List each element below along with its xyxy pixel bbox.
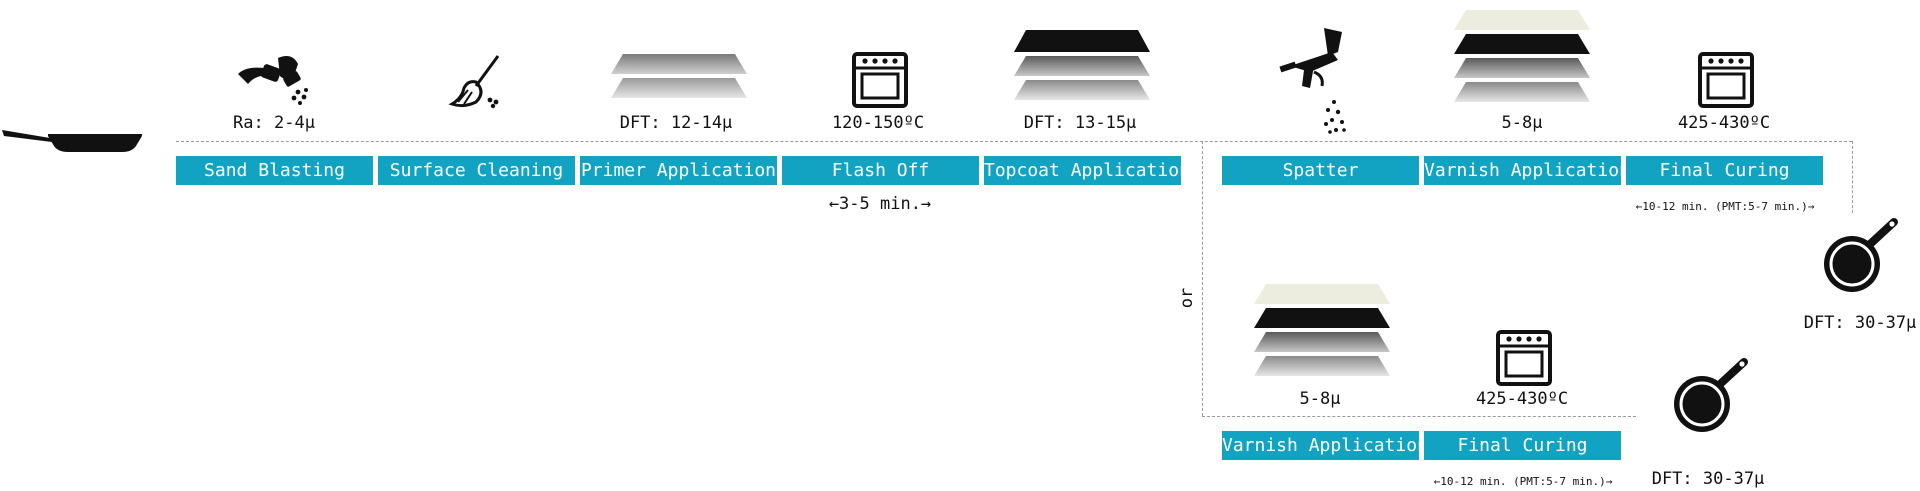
step-surface-cleaning: Surface Cleaning [378, 156, 575, 185]
step-final-curing: Final Curing [1626, 156, 1823, 185]
branch-bottom-line [1202, 416, 1636, 417]
branch-final-curing-duration: ←10-12 min. (PMT:5-7 min.)→ [1433, 475, 1613, 488]
branch-final-curing-param: 425-430ºC [1475, 389, 1569, 409]
branch-varnish-param: 5-8µ [1299, 389, 1341, 409]
final-curing-duration: ←10-12 min. (PMT:5-7 min.)→ [1635, 200, 1815, 213]
oven-icon [1496, 330, 1552, 386]
sand-blasting-param: Ra: 2-4µ [233, 113, 315, 133]
pan-icon [1824, 218, 1898, 292]
pan-icon [1674, 358, 1748, 432]
branch-guide-line [1202, 141, 1203, 416]
primer-application-param: DFT: 12-14µ [619, 113, 733, 133]
layers-icon [1454, 10, 1590, 102]
branch-step-varnish-application: Varnish Application [1222, 431, 1419, 460]
oven-icon [1698, 52, 1754, 108]
step-primer-application: Primer Application [580, 156, 777, 185]
step-varnish-application: Varnish Application [1424, 156, 1621, 185]
branch-step-final-curing: Final Curing [1424, 431, 1621, 460]
or-label: or [1177, 287, 1197, 309]
flash-off-param: 120-150ºC [831, 113, 925, 133]
sandblast-icon [238, 56, 308, 105]
final-curing-param: 425-430ºC [1677, 113, 1771, 133]
step-spatter: Spatter [1222, 156, 1419, 185]
top-right-drop-line [1852, 141, 1853, 213]
layers-icon [1254, 284, 1390, 376]
step-topcoat-application: Topcoat Application [984, 156, 1181, 185]
step-sand-blasting: Sand Blasting [176, 156, 373, 185]
flash-off-duration: ←3-5 min.→ [828, 194, 932, 214]
layers-icon [1014, 30, 1150, 100]
layers-icon [611, 54, 747, 98]
oven-icon [852, 52, 908, 108]
topcoat-application-param: DFT: 13-15µ [1023, 113, 1137, 133]
top-guide-line [176, 141, 1852, 142]
varnish-application-param: 5-8µ [1501, 113, 1543, 133]
branch-result-dft: DFT: 30-37µ [1651, 469, 1765, 489]
broom-icon [448, 55, 500, 109]
top-result-dft: DFT: 30-37µ [1803, 313, 1917, 333]
frying-pan-icon [2, 130, 142, 152]
spray-gun-icon [1279, 28, 1346, 134]
step-flash-off: Flash Off [782, 156, 979, 185]
